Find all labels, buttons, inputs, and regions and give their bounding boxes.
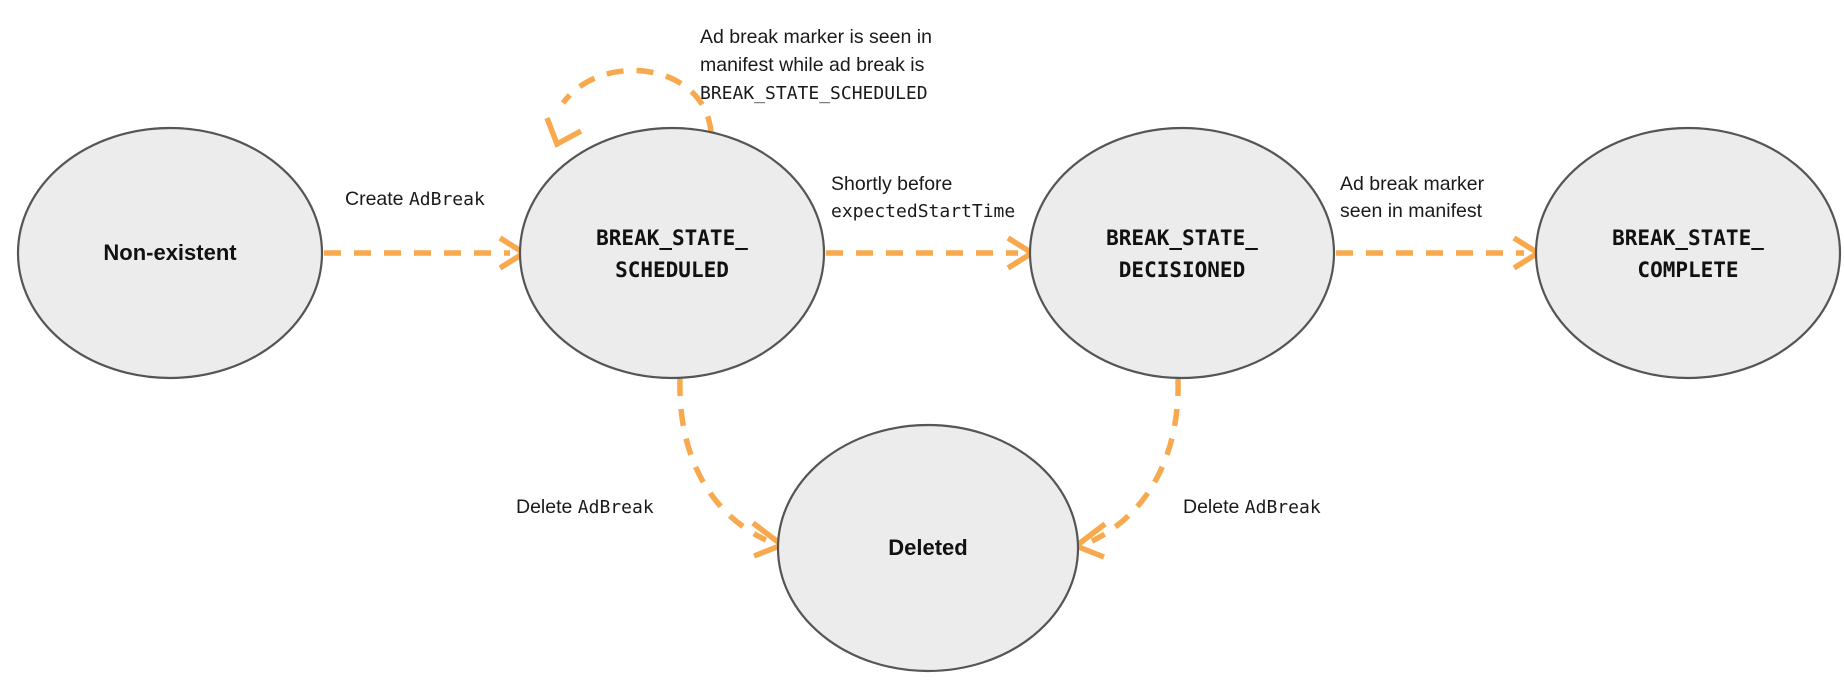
edge-label-delete-adbreak-from-scheduled: Delete AdBreak <box>516 496 654 518</box>
edge-label-shortly-before-expected-start-time: Shortly before expectedStartTime <box>831 173 1015 222</box>
node-shape-non-existent <box>16 126 324 380</box>
node-label-break-state-decisioned-line2: DECISIONED <box>1119 258 1245 282</box>
edge-line-delete-from-decisioned <box>1090 378 1181 544</box>
edge-shortly-before-expected-start-time <box>826 235 1038 271</box>
node-break-state-scheduled[interactable]: BREAK_STATE_ SCHEDULED <box>518 126 826 380</box>
node-label-break-state-scheduled-line2: SCHEDULED <box>615 258 729 282</box>
edge-create-adbreak <box>324 235 530 271</box>
node-label-deleted: Deleted <box>888 535 967 560</box>
node-non-existent[interactable]: Non-existent <box>16 126 324 380</box>
node-label-break-state-complete-line2: COMPLETE <box>1637 258 1738 282</box>
edge-label-marker-seen-line2: seen in manifest <box>1340 200 1483 222</box>
svg-text:Delete AdBreak: Delete AdBreak <box>516 496 654 518</box>
edge-label-scheduled-self-loop: Ad break marker is seen in manifest whil… <box>700 26 932 104</box>
edge-label-shortly-before-line2: expectedStartTime <box>831 201 1015 222</box>
edge-label-self-loop-line1: Ad break marker is seen in <box>700 26 932 48</box>
node-deleted[interactable]: Deleted <box>776 423 1080 673</box>
edge-label-ad-break-marker-seen-in-manifest: Ad break marker seen in manifest <box>1340 173 1485 222</box>
node-shape-break-state-complete <box>1534 126 1842 380</box>
edge-label-delete-scheduled-part-0: Delete <box>516 496 578 518</box>
edge-label-create-adbreak-part-0: Create <box>345 188 409 210</box>
node-break-state-complete[interactable]: BREAK_STATE_ COMPLETE <box>1534 126 1842 380</box>
svg-text:Delete AdBreak: Delete AdBreak <box>1183 496 1321 518</box>
edge-line-scheduled-self-loop <box>560 67 714 134</box>
node-label-break-state-decisioned-line1: BREAK_STATE_ <box>1106 226 1258 250</box>
node-label-non-existent: Non-existent <box>103 240 237 265</box>
node-shape-deleted <box>776 423 1080 673</box>
edge-line-delete-from-scheduled <box>677 378 768 543</box>
edge-ad-break-marker-seen-in-manifest <box>1336 235 1544 271</box>
arrowhead-delete-from-decisioned <box>1070 521 1107 560</box>
edge-label-self-loop-line2: manifest while ad break is <box>700 54 925 76</box>
node-shape-break-state-decisioned <box>1028 126 1336 380</box>
edge-delete-adbreak-from-decisioned <box>1070 378 1181 560</box>
node-label-break-state-scheduled-line1: BREAK_STATE_ <box>596 226 748 250</box>
node-label-break-state-complete-line1: BREAK_STATE_ <box>1612 226 1764 250</box>
edge-label-delete-adbreak-from-decisioned: Delete AdBreak <box>1183 496 1321 518</box>
edge-label-delete-decisioned-part-0: Delete <box>1183 496 1245 518</box>
node-shape-break-state-scheduled <box>518 126 826 380</box>
edge-label-delete-scheduled-part-1: AdBreak <box>578 497 654 518</box>
edge-delete-adbreak-from-scheduled <box>677 378 788 559</box>
edge-label-marker-seen-line1: Ad break marker <box>1340 173 1485 195</box>
edge-label-create-adbreak-part-1: AdBreak <box>409 189 485 210</box>
edge-scheduled-self-loop <box>544 67 714 148</box>
edge-label-create-adbreak: Create AdBreak <box>345 188 485 210</box>
edge-label-self-loop-line3: BREAK_STATE_SCHEDULED <box>700 83 928 104</box>
edge-label-shortly-before-line1: Shortly before <box>831 173 952 195</box>
edge-label-delete-decisioned-part-1: AdBreak <box>1245 497 1321 518</box>
node-break-state-decisioned[interactable]: BREAK_STATE_ DECISIONED <box>1028 126 1336 380</box>
arrowhead-scheduled-self-loop <box>544 117 583 148</box>
svg-text:Create AdBreak: Create AdBreak <box>345 188 485 210</box>
